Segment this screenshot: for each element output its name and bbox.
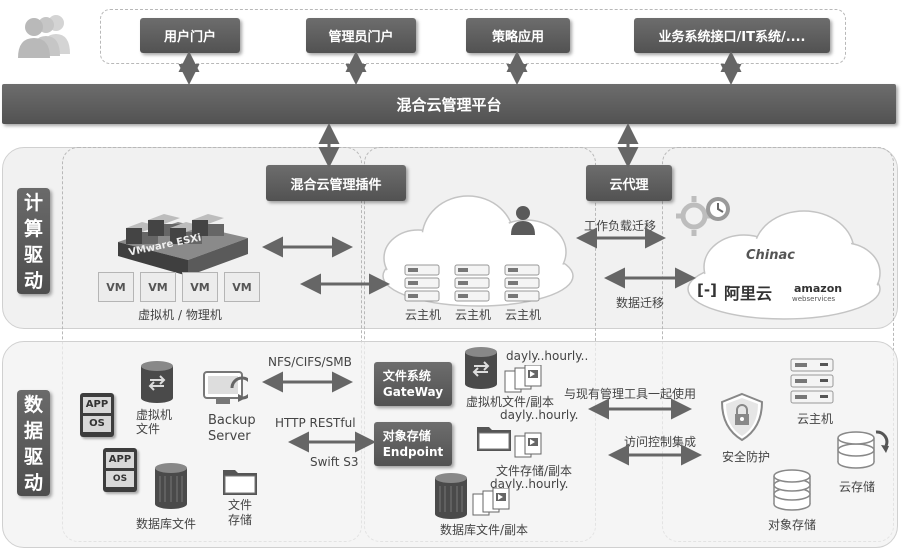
gear-icon — [676, 192, 740, 242]
data-migration-label: 数据迁移 — [616, 296, 665, 310]
schedule-label-2: dayly..hourly. — [500, 408, 579, 422]
user-portal-button[interactable]: 用户门户 — [140, 18, 240, 53]
aliyun-logo-mark: [-] — [697, 281, 717, 299]
vm-box-3[interactable]: VM — [182, 272, 218, 302]
file-copy-folder-icon — [476, 424, 512, 452]
filesystem-gateway-box[interactable]: 文件系统 GateWay — [374, 362, 452, 406]
os-label-2: OS — [106, 471, 134, 487]
cloud-storage-label: 云存储 — [839, 480, 876, 494]
public-cloud-icon — [684, 205, 884, 323]
copy-pages-icon-3 — [472, 488, 512, 516]
vm-files-label: 虚拟机 文件 — [136, 408, 173, 436]
vm-caption: 虚拟机 / 物理机 — [138, 308, 222, 322]
cloud-host-server-icon — [790, 358, 834, 404]
db-copy-label: 数据库文件/副本 — [440, 523, 529, 537]
data-driven-text: 数据驱动 — [23, 394, 43, 494]
compute-driven-label: 计算驱动 — [17, 188, 50, 294]
folder-icon — [222, 466, 258, 496]
db-files-label: 数据库文件 — [136, 517, 197, 531]
db-copy-database-icon — [434, 472, 468, 520]
existing-tools-label: 与现有管理工具一起使用 — [564, 387, 697, 401]
file-storage-label: 文件 存储 — [228, 498, 253, 527]
vm-box-2[interactable]: VM — [140, 272, 176, 302]
chinac-logo: Chinac — [746, 248, 795, 263]
vm-files-copy-label: 虚拟机文件/副本 — [466, 395, 555, 409]
app-label-2: APP — [106, 452, 134, 468]
cloud-host-label-1: 云主机 — [405, 308, 442, 322]
compute-driven-text: 计算驱动 — [23, 192, 43, 292]
amazon-logo-sub: webservices — [792, 295, 836, 303]
schedule-label-3: dayly..hourly. — [490, 477, 569, 491]
object-storage-endpoint-box[interactable]: 对象存储 Endpoint — [374, 422, 452, 466]
access-control-label: 访问控制集成 — [624, 435, 697, 449]
workload-migration-label: 工作负载迁移 — [584, 219, 657, 233]
cloud-storage-disk-icon — [836, 424, 892, 472]
db-files-database-icon — [154, 462, 188, 510]
os-label-1: OS — [83, 416, 111, 432]
vmware-esxi-server-icon — [112, 190, 262, 280]
gateway-label: 文件系统 GateWay — [382, 369, 444, 399]
vm-box-4[interactable]: VM — [224, 272, 260, 302]
amazon-logo: amazon — [794, 282, 843, 295]
vm-file-database-icon — [140, 360, 174, 404]
security-shield-icon — [720, 392, 764, 442]
server-stack-icon-3 — [504, 264, 540, 302]
aliyun-logo-text: 阿里云 — [724, 284, 773, 303]
portals-group — [100, 9, 846, 64]
business-interface-button[interactable]: 业务系统接口/IT系统/.... — [634, 18, 830, 53]
backup-server-icon — [202, 368, 248, 412]
policy-app-button[interactable]: 策略应用 — [466, 18, 570, 53]
http-protocol-label: HTTP RESTful — [275, 416, 356, 430]
endpoint-label: 对象存储 Endpoint — [382, 429, 444, 459]
cloud-host-label-3: 云主机 — [505, 308, 542, 322]
nfs-protocol-label: NFS/CIFS/SMB — [268, 355, 352, 369]
cloud-host-label-2: 云主机 — [455, 308, 492, 322]
object-storage-label: 对象存储 — [768, 518, 817, 532]
copy-pages-icon-1 — [504, 365, 544, 393]
object-storage-icon — [772, 468, 812, 512]
hybrid-cloud-plugin-box[interactable]: 混合云管理插件 — [266, 165, 406, 201]
app-label-1: APP — [83, 397, 111, 413]
vm-box-1[interactable]: VM — [98, 272, 134, 302]
data-driven-label: 数据驱动 — [17, 390, 50, 496]
backup-server-label: Backup Server — [208, 413, 256, 444]
security-label: 安全防护 — [722, 450, 771, 464]
copy-pages-icon-2 — [514, 430, 548, 458]
schedule-label-1: dayly..hourly.. — [506, 349, 589, 363]
users-icon — [14, 12, 76, 58]
right-cloud-host-label: 云主机 — [797, 412, 834, 426]
cloud-proxy-box[interactable]: 云代理 — [586, 165, 672, 201]
server-stack-icon-2 — [454, 264, 490, 302]
vm-files-copy-database-icon — [464, 346, 498, 390]
admin-portal-button[interactable]: 管理员门户 — [306, 18, 416, 53]
hybrid-cloud-platform-bar: 混合云管理平台 — [2, 84, 896, 124]
server-stack-icon-1 — [404, 264, 440, 302]
file-copy-label: 文件存储/副本 — [496, 464, 573, 478]
swift-protocol-label: Swift S3 — [310, 455, 359, 469]
admin-user-icon — [510, 205, 536, 235]
